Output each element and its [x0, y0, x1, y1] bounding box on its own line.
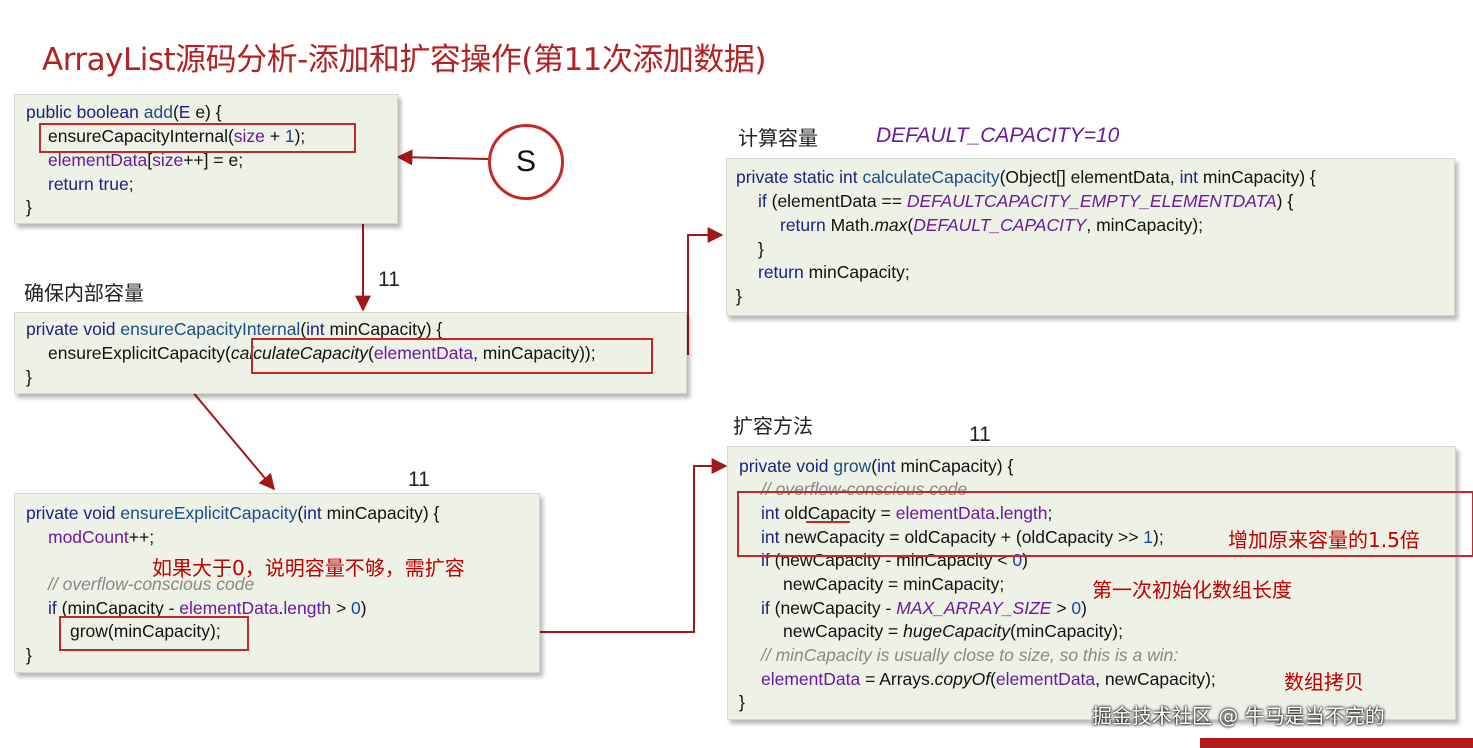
- code-line: return Math.max(DEFAULT_CAPACITY, minCap…: [780, 215, 1204, 235]
- count-label-explicit: 11: [408, 468, 430, 491]
- arrow-s-to-add: [396, 149, 489, 166]
- code-box-add: public boolean add(E e) { ensureCapacity…: [14, 94, 398, 224]
- label-grow-method: 扩容方法: [733, 414, 813, 438]
- code-line: }: [26, 645, 32, 665]
- label-calc-capacity: 计算容量: [738, 126, 818, 150]
- code-line: int oldCapacity = elementData.length;: [761, 503, 1053, 523]
- code-line: private void ensureExplicitCapacity(int …: [26, 503, 440, 523]
- code-line: // overflow-conscious code: [48, 574, 255, 594]
- code-line: // minCapacity is usually close to size,…: [761, 645, 1179, 665]
- start-circle: S: [488, 124, 564, 200]
- code-line: if (newCapacity - MAX_ARRAY_SIZE > 0): [761, 598, 1087, 618]
- code-line: return true;: [48, 174, 134, 194]
- note-increase: 增加原来容量的1.5倍: [1228, 528, 1420, 552]
- code-line: int newCapacity = oldCapacity + (oldCapa…: [761, 527, 1164, 547]
- highlight-grow-call: [59, 616, 249, 651]
- code-line: modCount++;: [48, 527, 155, 547]
- code-box-calculate: private static int calculateCapacity(Obj…: [726, 158, 1455, 316]
- code-line: private static int calculateCapacity(Obj…: [736, 167, 1316, 187]
- code-line: }: [26, 197, 32, 217]
- underline-mark: [806, 521, 850, 523]
- highlight-calculate-call: [251, 338, 653, 374]
- corner-bar: [1200, 738, 1473, 748]
- watermark: 掘金技术社区 @ 牛马是当不完的: [1092, 704, 1385, 728]
- note-first-init: 第一次初始化数组长度: [1092, 578, 1292, 602]
- code-line: newCapacity = minCapacity;: [783, 574, 1005, 594]
- page-title: ArrayList源码分析-添加和扩容操作(第11次添加数据): [42, 42, 767, 78]
- count-label-grow: 11: [969, 423, 991, 446]
- code-line: ensureCapacityInternal(size + 1);: [48, 126, 306, 146]
- code-line: newCapacity = hugeCapacity(minCapacity);: [783, 621, 1123, 641]
- code-line: private void ensureCapacityInternal(int …: [26, 319, 443, 339]
- code-line: grow(minCapacity);: [70, 621, 221, 641]
- code-line: elementData[size++] = e;: [48, 150, 244, 170]
- code-line: }: [758, 239, 764, 259]
- label-ensure-internal: 确保内部容量: [24, 281, 144, 305]
- note-need-grow: 如果大于0，说明容量不够，需扩容: [152, 556, 465, 580]
- code-line: }: [26, 367, 32, 387]
- code-line: if (minCapacity - elementData.length > 0…: [48, 598, 367, 618]
- code-box-internal: private void ensureCapacityInternal(int …: [14, 312, 687, 394]
- note-copy: 数组拷贝: [1284, 670, 1364, 694]
- count-label-internal: 11: [378, 268, 400, 291]
- code-line: public boolean add(E e) {: [26, 102, 222, 122]
- code-line: // overflow-conscious code: [761, 479, 968, 499]
- code-line: elementData = Arrays.copyOf(elementData,…: [761, 669, 1216, 689]
- code-line: private void grow(int minCapacity) {: [739, 456, 1014, 476]
- code-line: return minCapacity;: [758, 262, 910, 282]
- code-line: if (elementData == DEFAULTCAPACITY_EMPTY…: [758, 191, 1294, 211]
- code-line: ensureExplicitCapacity(calculateCapacity…: [48, 343, 596, 363]
- label-default-capacity: DEFAULT_CAPACITY=10: [876, 124, 1120, 147]
- code-line: }: [736, 286, 742, 306]
- code-box-explicit: private void ensureExplicitCapacity(int …: [14, 493, 540, 673]
- code-line: }: [739, 692, 745, 712]
- highlight-ensure-call: [39, 123, 356, 153]
